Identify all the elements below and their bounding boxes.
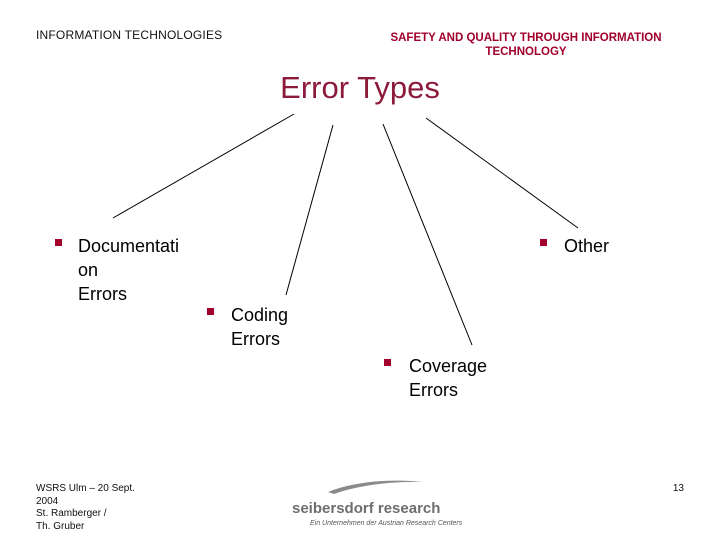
node-coverage-errors: Coverage Errors [384, 354, 487, 402]
node-coding-errors: Coding Errors [207, 303, 288, 351]
node-documentation-errors: Documentati on Errors [55, 234, 179, 306]
node-documentation-label: Documentati on Errors [78, 236, 180, 304]
seibersdorf-logo: seibersdorf research Ein Unternehmen der… [292, 480, 463, 527]
header-left-text: INFORMATION TECHNOLOGIES [36, 28, 223, 42]
bullet-icon [55, 239, 62, 246]
connector-coding [285, 124, 334, 296]
bullet-icon [384, 359, 391, 366]
bullet-icon [540, 239, 547, 246]
logo-tagline: Ein Unternehmen der Austrian Research Ce… [310, 520, 463, 527]
page-number: 13 [672, 483, 684, 494]
logo-name: seibersdorf research [292, 500, 440, 517]
connector-documentation [112, 113, 295, 219]
connector-other [425, 117, 579, 229]
footer-left-text: WSRS Ulm – 20 Sept. 2004 St. Ramberger /… [36, 483, 135, 532]
connector-coverage [382, 123, 473, 346]
bullet-icon [207, 308, 214, 315]
slide-title: Error Types [280, 70, 440, 105]
node-other-label: Other [564, 236, 610, 256]
node-coverage-label: Coverage Errors [409, 356, 488, 400]
node-coding-label: Coding Errors [231, 305, 289, 349]
node-other: Other [540, 234, 609, 258]
logo-swoosh-icon [328, 480, 424, 494]
header-right-text: SAFETY AND QUALITY THROUGH INFORMATION T… [390, 32, 662, 58]
